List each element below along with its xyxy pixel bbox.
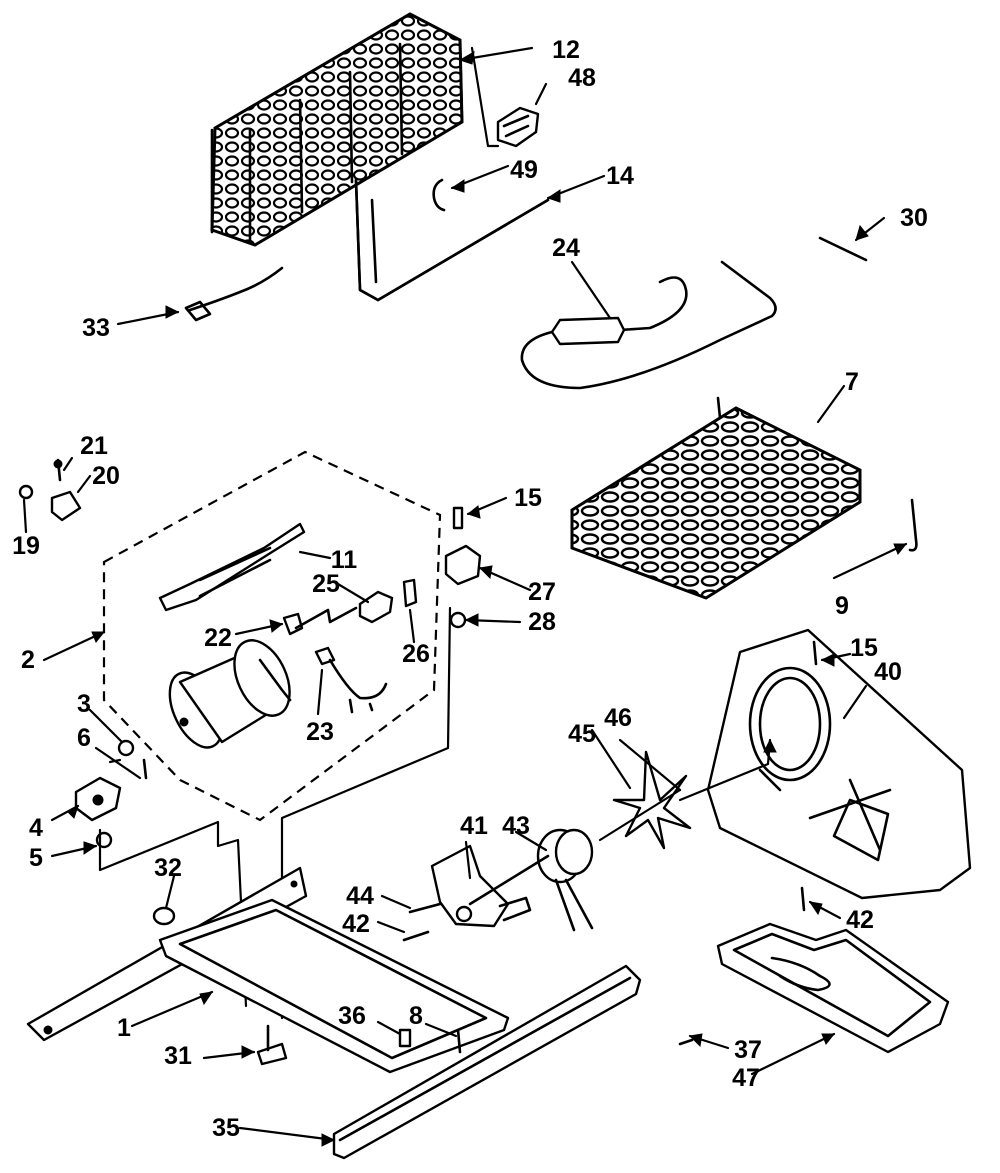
callout-36: 36 <box>338 1002 366 1030</box>
mounting-parts-3-4-5-6 <box>74 739 148 849</box>
callout-31: 31 <box>164 1042 192 1070</box>
parts-15-27-28 <box>444 506 482 629</box>
fan-motor-part-43 <box>536 828 594 932</box>
callout-30: 30 <box>900 204 928 232</box>
callout-37: 37 <box>734 1036 762 1064</box>
fan-shaft-line <box>598 788 682 842</box>
callout-3: 3 <box>77 690 91 718</box>
callout-14: 14 <box>606 162 634 190</box>
screw-part-44 <box>408 902 442 914</box>
clip-part-49 <box>432 178 446 212</box>
bracket-part-48 <box>496 106 540 148</box>
fan-shroud-part-40 <box>706 628 972 900</box>
drier-tube-part-24 <box>520 260 777 390</box>
callout-11: 11 <box>331 546 358 574</box>
arrowheads <box>67 51 908 1147</box>
callout-9: 9 <box>835 592 849 620</box>
callout-40: 40 <box>874 658 902 686</box>
callout-20: 20 <box>92 462 120 490</box>
callout-43: 43 <box>502 812 530 840</box>
leader-lines <box>22 46 908 1142</box>
evaporator-coil <box>210 12 464 247</box>
callout-27: 27 <box>528 578 556 606</box>
callout-6: 6 <box>77 724 91 752</box>
screw-part-42-right <box>800 886 806 912</box>
callout-28: 28 <box>528 608 556 636</box>
callout-labels: 12 48 49 14 30 24 33 7 21 20 15 19 11 25… <box>12 36 928 1142</box>
callout-21: 21 <box>80 432 108 460</box>
callout-45: 45 <box>568 720 596 748</box>
callout-19: 19 <box>12 532 40 560</box>
callout-5: 5 <box>29 844 43 872</box>
wire-harness-part-33 <box>184 266 284 322</box>
callout-7: 7 <box>845 368 859 396</box>
callout-42b: 42 <box>846 906 874 934</box>
screw-part-15-right <box>812 640 818 666</box>
callout-15b: 15 <box>850 634 878 662</box>
small-parts-31-32-36-8-37 <box>152 906 694 1066</box>
callout-12: 12 <box>552 36 580 64</box>
fan-bracket-part-41 <box>430 844 550 928</box>
callout-22: 22 <box>204 624 232 652</box>
callout-33: 33 <box>82 314 110 342</box>
callout-41: 41 <box>460 812 488 840</box>
hook-part-9 <box>908 498 918 552</box>
drier-part-11 <box>158 522 306 612</box>
callout-4: 4 <box>29 814 43 842</box>
callout-26: 26 <box>402 640 430 668</box>
compressor-kit-outline <box>102 450 442 822</box>
callout-15a: 15 <box>514 484 542 512</box>
screw-part-42-left <box>402 930 430 942</box>
callout-46: 46 <box>604 704 632 732</box>
callout-47: 47 <box>732 1064 760 1092</box>
callout-23: 23 <box>306 718 334 746</box>
callout-24: 24 <box>552 234 580 262</box>
compressor-motor <box>168 639 292 749</box>
fitting-parts-19-20-21 <box>18 458 82 522</box>
callout-8: 8 <box>409 1002 423 1030</box>
callout-32: 32 <box>154 854 182 882</box>
callout-48: 48 <box>568 64 596 92</box>
callout-42a: 42 <box>342 910 370 938</box>
callout-35: 35 <box>212 1114 240 1142</box>
fan-blade-part-45 <box>612 750 692 850</box>
callout-2: 2 <box>21 646 35 674</box>
drain-pan-part-47 <box>716 922 950 1054</box>
rod-part-30 <box>818 236 868 262</box>
callout-1: 1 <box>117 1014 131 1042</box>
callout-25: 25 <box>312 570 340 598</box>
callout-49: 49 <box>510 156 538 184</box>
callout-44: 44 <box>346 882 374 910</box>
relay-overload-parts-22-25-26 <box>282 578 418 636</box>
base-frame <box>26 866 642 1160</box>
wire-part-23 <box>314 646 388 714</box>
condenser-coil <box>570 396 862 600</box>
defrost-tube-part-14 <box>354 178 550 302</box>
